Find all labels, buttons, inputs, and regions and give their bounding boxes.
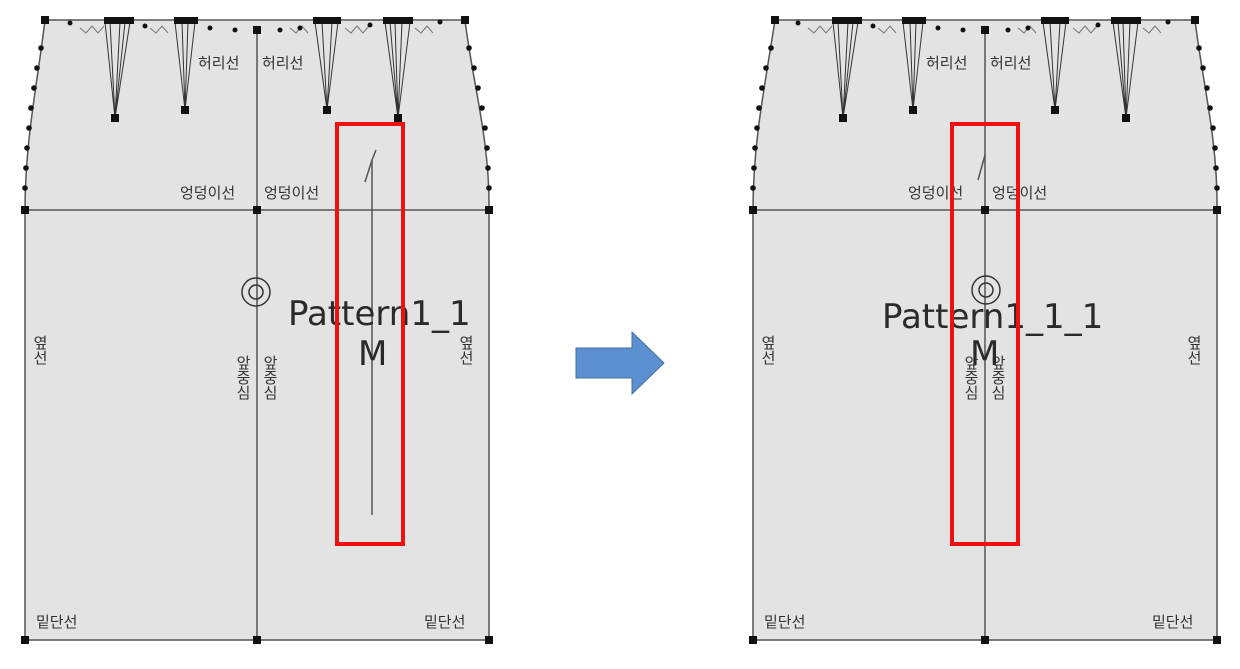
left-pattern-size: M: [358, 334, 387, 374]
right-pattern-size: M: [970, 334, 999, 374]
left-hem-label-right: 밑단선: [424, 613, 465, 631]
right-pattern-name: Pattern1_1_1: [882, 297, 1103, 337]
right-arrow-icon: [575, 330, 665, 396]
right-hip-label-left: 엉덩이선: [908, 184, 963, 202]
left-pattern-name: Pattern1_1: [288, 294, 471, 334]
right-waist-label-left: 허리선: [926, 54, 967, 72]
left-double-circle-icon: [241, 277, 271, 307]
left-grainline-icon: [364, 149, 377, 515]
left-hip-label-right: 엉덩이선: [264, 184, 319, 202]
right-side-label-right: 옆선: [1185, 335, 1203, 365]
right-grainline-icon: [977, 154, 986, 181]
left-hem-label-left: 밑단선: [36, 613, 77, 631]
right-highlight-box: [950, 122, 1020, 546]
left-side-label-right: 옆선: [457, 335, 475, 365]
left-waist-label-right: 허리선: [262, 54, 303, 72]
right-hem-label-left: 밑단선: [764, 613, 805, 631]
right-center-label-right: 앞중심: [989, 355, 1007, 400]
right-dart-points: [832, 17, 1141, 122]
right-double-circle-icon: [971, 275, 1001, 305]
right-control-points: [749, 16, 1221, 644]
left-hip-label-left: 엉덩이선: [180, 184, 235, 202]
left-waist-label-left: 허리선: [198, 54, 239, 72]
right-side-label-left: 옆선: [759, 335, 777, 365]
left-dart-points: [104, 17, 413, 122]
right-waist-label-right: 허리선: [990, 54, 1031, 72]
left-pattern-panel: 허리선 허리선 엉덩이선 엉덩이선 옆선 옆선 앞중심 앞중심 밑단선 밑단선 …: [21, 16, 493, 644]
left-center-label-left: 앞중심: [234, 355, 252, 400]
right-center-label-left: 앞중심: [962, 355, 980, 400]
left-center-label-right: 앞중심: [261, 355, 279, 400]
left-control-points: [21, 16, 493, 644]
left-side-label-left: 옆선: [31, 335, 49, 365]
left-highlight-box: [335, 122, 405, 546]
right-pattern-panel: 허리선 허리선 엉덩이선 엉덩이선 옆선 옆선 앞중심 앞중심 밑단선 밑단선 …: [749, 16, 1221, 644]
right-hem-label-right: 밑단선: [1152, 613, 1193, 631]
